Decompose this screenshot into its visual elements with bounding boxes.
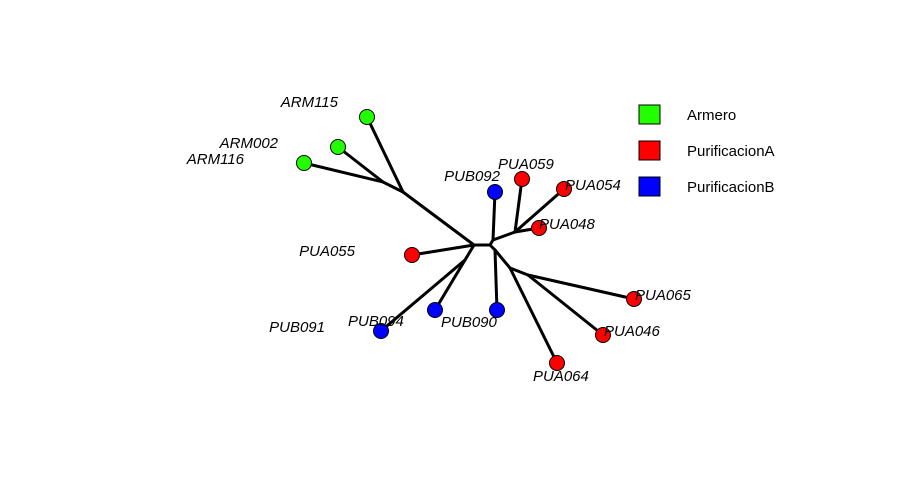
- tree-tip-labels: ARM115ARM002ARM116PUB092PUA059PUA054PUA0…: [186, 94, 692, 385]
- tip-node-pua059: [514, 171, 530, 187]
- tip-node-arm115: [359, 109, 375, 125]
- tip-node-pub092: [487, 184, 503, 200]
- tip-label-pub092: PUB092: [444, 168, 501, 185]
- branch-f-pua059: [513, 177, 524, 234]
- branch-g-pub090: [493, 248, 499, 312]
- tip-node-pua054: [556, 181, 572, 197]
- tip-label-pua059: PUA059: [498, 156, 555, 173]
- branch-b-arm002: [336, 145, 385, 184]
- tip-node-pub094: [427, 302, 443, 318]
- branch-h-pua064: [508, 266, 559, 365]
- tip-label-pua048: PUA048: [539, 216, 596, 233]
- branch-c-j: [463, 243, 476, 262]
- tip-label-pua055: PUA055: [299, 243, 356, 260]
- tip-node-pub090: [489, 302, 505, 318]
- branch-e-pub092: [491, 190, 497, 242]
- tip-node-arm116: [296, 155, 312, 171]
- tip-label-arm002: ARM002: [219, 135, 279, 152]
- tip-node-pub091: [373, 323, 389, 339]
- tip-label-pua046: PUA046: [604, 323, 661, 340]
- tip-node-pua048: [531, 220, 547, 236]
- tip-label-pua054: PUA054: [565, 177, 621, 194]
- tip-node-pua046: [595, 327, 611, 343]
- tip-node-pua064: [549, 355, 565, 371]
- branch-e-f: [491, 230, 517, 242]
- branch-j-pub094: [433, 258, 467, 312]
- branch-b-arm116: [302, 161, 385, 184]
- branch-i-pua046: [526, 273, 605, 337]
- tip-label-pub094: PUB094: [348, 313, 404, 330]
- branch-i-pua065: [526, 273, 636, 301]
- branch-c-a: [401, 190, 476, 247]
- legend-label-armero: Armero: [687, 107, 736, 124]
- tip-node-pua055: [404, 247, 420, 263]
- legend-label-purb: PurificacionB: [687, 179, 775, 196]
- tip-label-pua065: PUA065: [635, 287, 692, 304]
- tip-node-arm002: [330, 139, 346, 155]
- tip-label-pua064: PUA064: [533, 368, 589, 385]
- legend-label-pura: PurificacionA: [687, 143, 775, 160]
- branch-c-pua055: [410, 243, 476, 257]
- tip-node-pua065: [626, 291, 642, 307]
- tip-label-pub091: PUB091: [269, 319, 325, 336]
- branch-j-pub091: [379, 258, 467, 333]
- branch-a-b: [381, 180, 405, 194]
- tip-label-arm116: ARM116: [186, 151, 245, 168]
- tree-branches: [302, 115, 636, 365]
- legend-swatch-pura: [638, 140, 661, 161]
- tree-tips: [296, 109, 642, 371]
- tip-label-pub090: PUB090: [441, 314, 498, 331]
- legend-swatch-purb: [638, 176, 661, 197]
- tip-label-arm115: ARM115: [280, 94, 339, 111]
- branch-f-pua054: [513, 187, 566, 234]
- branch-h-i: [508, 266, 530, 277]
- branch-g-h: [493, 248, 512, 270]
- legend-swatch-armero: [638, 104, 661, 125]
- branch-a-arm115: [365, 115, 405, 194]
